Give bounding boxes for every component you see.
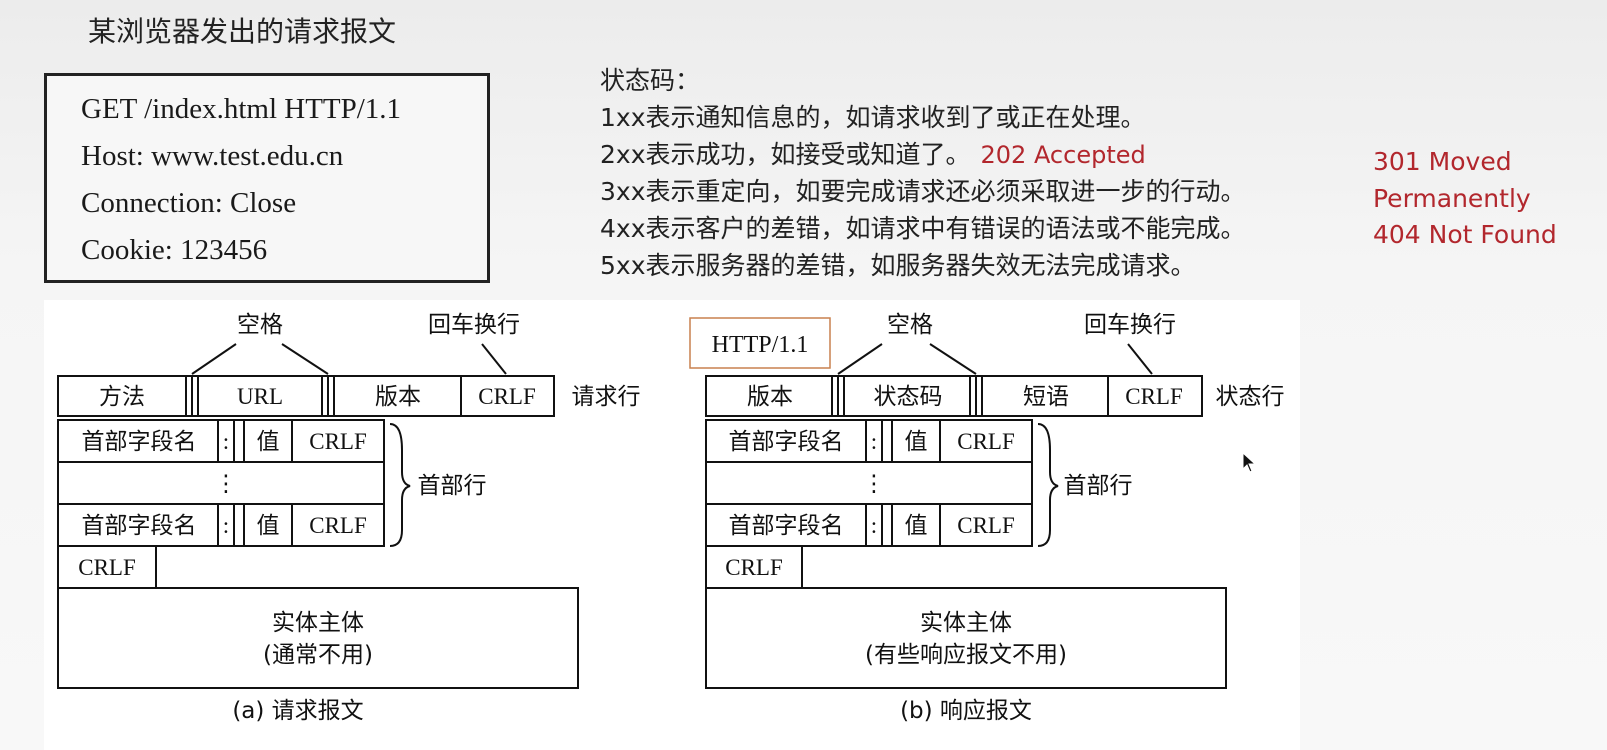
- resp-version-tag: HTTP/1.1: [712, 332, 809, 358]
- resp-crlf-n: CRLF: [957, 513, 1015, 538]
- req-crlf: CRLF: [478, 384, 536, 409]
- http-version-tag-box: [689, 317, 831, 369]
- resp-header-row-n: [705, 503, 1033, 547]
- req-header-rows-label: 首部行: [418, 473, 487, 499]
- status-5xx: 5xx表示服务器的差错，如服务器失效无法完成请求。: [600, 251, 1196, 280]
- resp-crlf-top-label: 回车换行: [1084, 312, 1176, 338]
- resp-version: 版本: [747, 384, 793, 410]
- req-crlf-top-label: 回车换行: [428, 312, 520, 338]
- status-heading: 状态码：: [600, 66, 701, 95]
- resp-colon-n: :: [871, 513, 877, 538]
- resp-crlf-empty: CRLF: [725, 555, 783, 580]
- req-header-field-n: 首部字段名: [82, 513, 197, 539]
- resp-status-code: 状态码: [874, 384, 943, 410]
- resp-row-label: 状态行: [1216, 384, 1285, 410]
- host-header: Host: www.test.edu.cn: [81, 140, 344, 172]
- annotation-301-line1: 301 Moved: [1373, 147, 1512, 176]
- request-example-box: GET /index.html HTTP/1.1 Host: www.test.…: [44, 73, 490, 283]
- req-ellipsis: ⋮: [215, 471, 238, 497]
- status-2xx: 2xx表示成功，如接受或知道了。: [600, 140, 971, 169]
- request-line-row: [57, 375, 555, 417]
- req-crlf-1: CRLF: [309, 429, 367, 454]
- resp-colon-1: :: [871, 429, 877, 454]
- resp-header-field-1: 首部字段名: [729, 429, 844, 455]
- resp-value-1: 值: [905, 429, 928, 455]
- req-crlf-empty: CRLF: [78, 555, 136, 580]
- resp-caption: (b) 响应报文: [900, 698, 1032, 724]
- req-version: 版本: [375, 384, 421, 410]
- status-4xx: 4xx表示客户的差错，如请求中有错误的语法或不能完成。: [600, 214, 1246, 243]
- diagram-svg: 空格 回车换行 方法 URL 版本 CRLF 请求行 首部字段名 : 值 CRL…: [57, 312, 1285, 724]
- mouse-cursor-icon: [1242, 452, 1257, 473]
- resp-space-label: 空格: [887, 312, 933, 338]
- resp-header-brace: [1037, 423, 1059, 547]
- req-colon-1: :: [223, 429, 229, 454]
- req-value-n: 值: [257, 513, 280, 539]
- resp-value-n: 值: [905, 513, 928, 539]
- req-space-label: 空格: [237, 312, 283, 338]
- req-caption: (a) 请求报文: [232, 698, 363, 724]
- entity-body-box: [57, 587, 579, 689]
- req-method: 方法: [99, 384, 145, 410]
- status-1xx: 1xx表示通知信息的，如请求收到了或正在处理。: [600, 103, 1146, 132]
- resp-ellipsis: ⋮: [863, 471, 886, 497]
- header-row-n: [57, 503, 385, 547]
- annotation-301-line2: Permanently: [1373, 184, 1531, 213]
- connection-header: Connection: Close: [81, 187, 297, 219]
- resp-crlf: CRLF: [1125, 384, 1183, 409]
- resp-header-rows-label: 首部行: [1064, 473, 1133, 499]
- req-header-field-1: 首部字段名: [82, 429, 197, 455]
- status-line-row: [705, 375, 1203, 417]
- page-title: 某浏览器发出的请求报文: [88, 15, 397, 48]
- req-row-label: 请求行: [572, 384, 641, 410]
- annotation-202: 202 Accepted: [980, 141, 1146, 169]
- status-code-list: 状态码： 1xx表示通知信息的，如请求收到了或正在处理。 2xx表示成功，如接受…: [600, 62, 1246, 284]
- cookie-header: Cookie: 123456: [81, 234, 268, 266]
- req-colon-n: :: [223, 513, 229, 538]
- message-format-diagrams: 空格 回车换行 方法 URL 版本 CRLF 请求行 首部字段名 : 值 CRL…: [44, 300, 1300, 750]
- request-line: GET /index.html HTTP/1.1: [81, 93, 402, 125]
- resp-body-line2: (有些响应报文不用): [865, 642, 1067, 668]
- req-crlf-n: CRLF: [309, 513, 367, 538]
- resp-body-line1: 实体主体: [920, 610, 1012, 636]
- resp-crlf-1: CRLF: [957, 429, 1015, 454]
- status-3xx: 3xx表示重定向，如要完成请求还必须采取进一步的行动。: [600, 177, 1246, 206]
- req-body-line1: 实体主体: [272, 610, 364, 636]
- resp-entity-body-box: [705, 587, 1227, 689]
- header-brace: [389, 423, 411, 547]
- response-diagram: [689, 317, 1227, 689]
- annotation-404: 404 Not Found: [1373, 220, 1557, 249]
- request-diagram: [57, 343, 579, 689]
- req-body-line2: (通常不用): [263, 642, 373, 668]
- req-value-1: 值: [257, 429, 280, 455]
- req-url: URL: [237, 384, 283, 409]
- resp-header-field-n: 首部字段名: [729, 513, 844, 539]
- status-2xx-row: 2xx表示成功，如接受或知道了。 202 Accepted: [600, 136, 1246, 173]
- resp-phrase: 短语: [1023, 384, 1069, 410]
